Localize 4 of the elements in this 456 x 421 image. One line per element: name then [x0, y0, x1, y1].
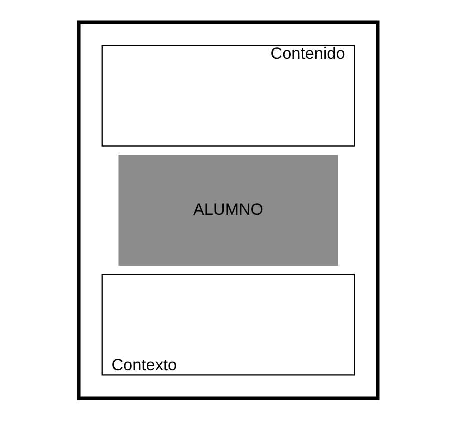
node-box: Contexto [101, 274, 355, 376]
node-box: ALUMNO [118, 155, 338, 266]
cluster [76, 20, 380, 400]
node-box: Contenido [101, 45, 355, 147]
